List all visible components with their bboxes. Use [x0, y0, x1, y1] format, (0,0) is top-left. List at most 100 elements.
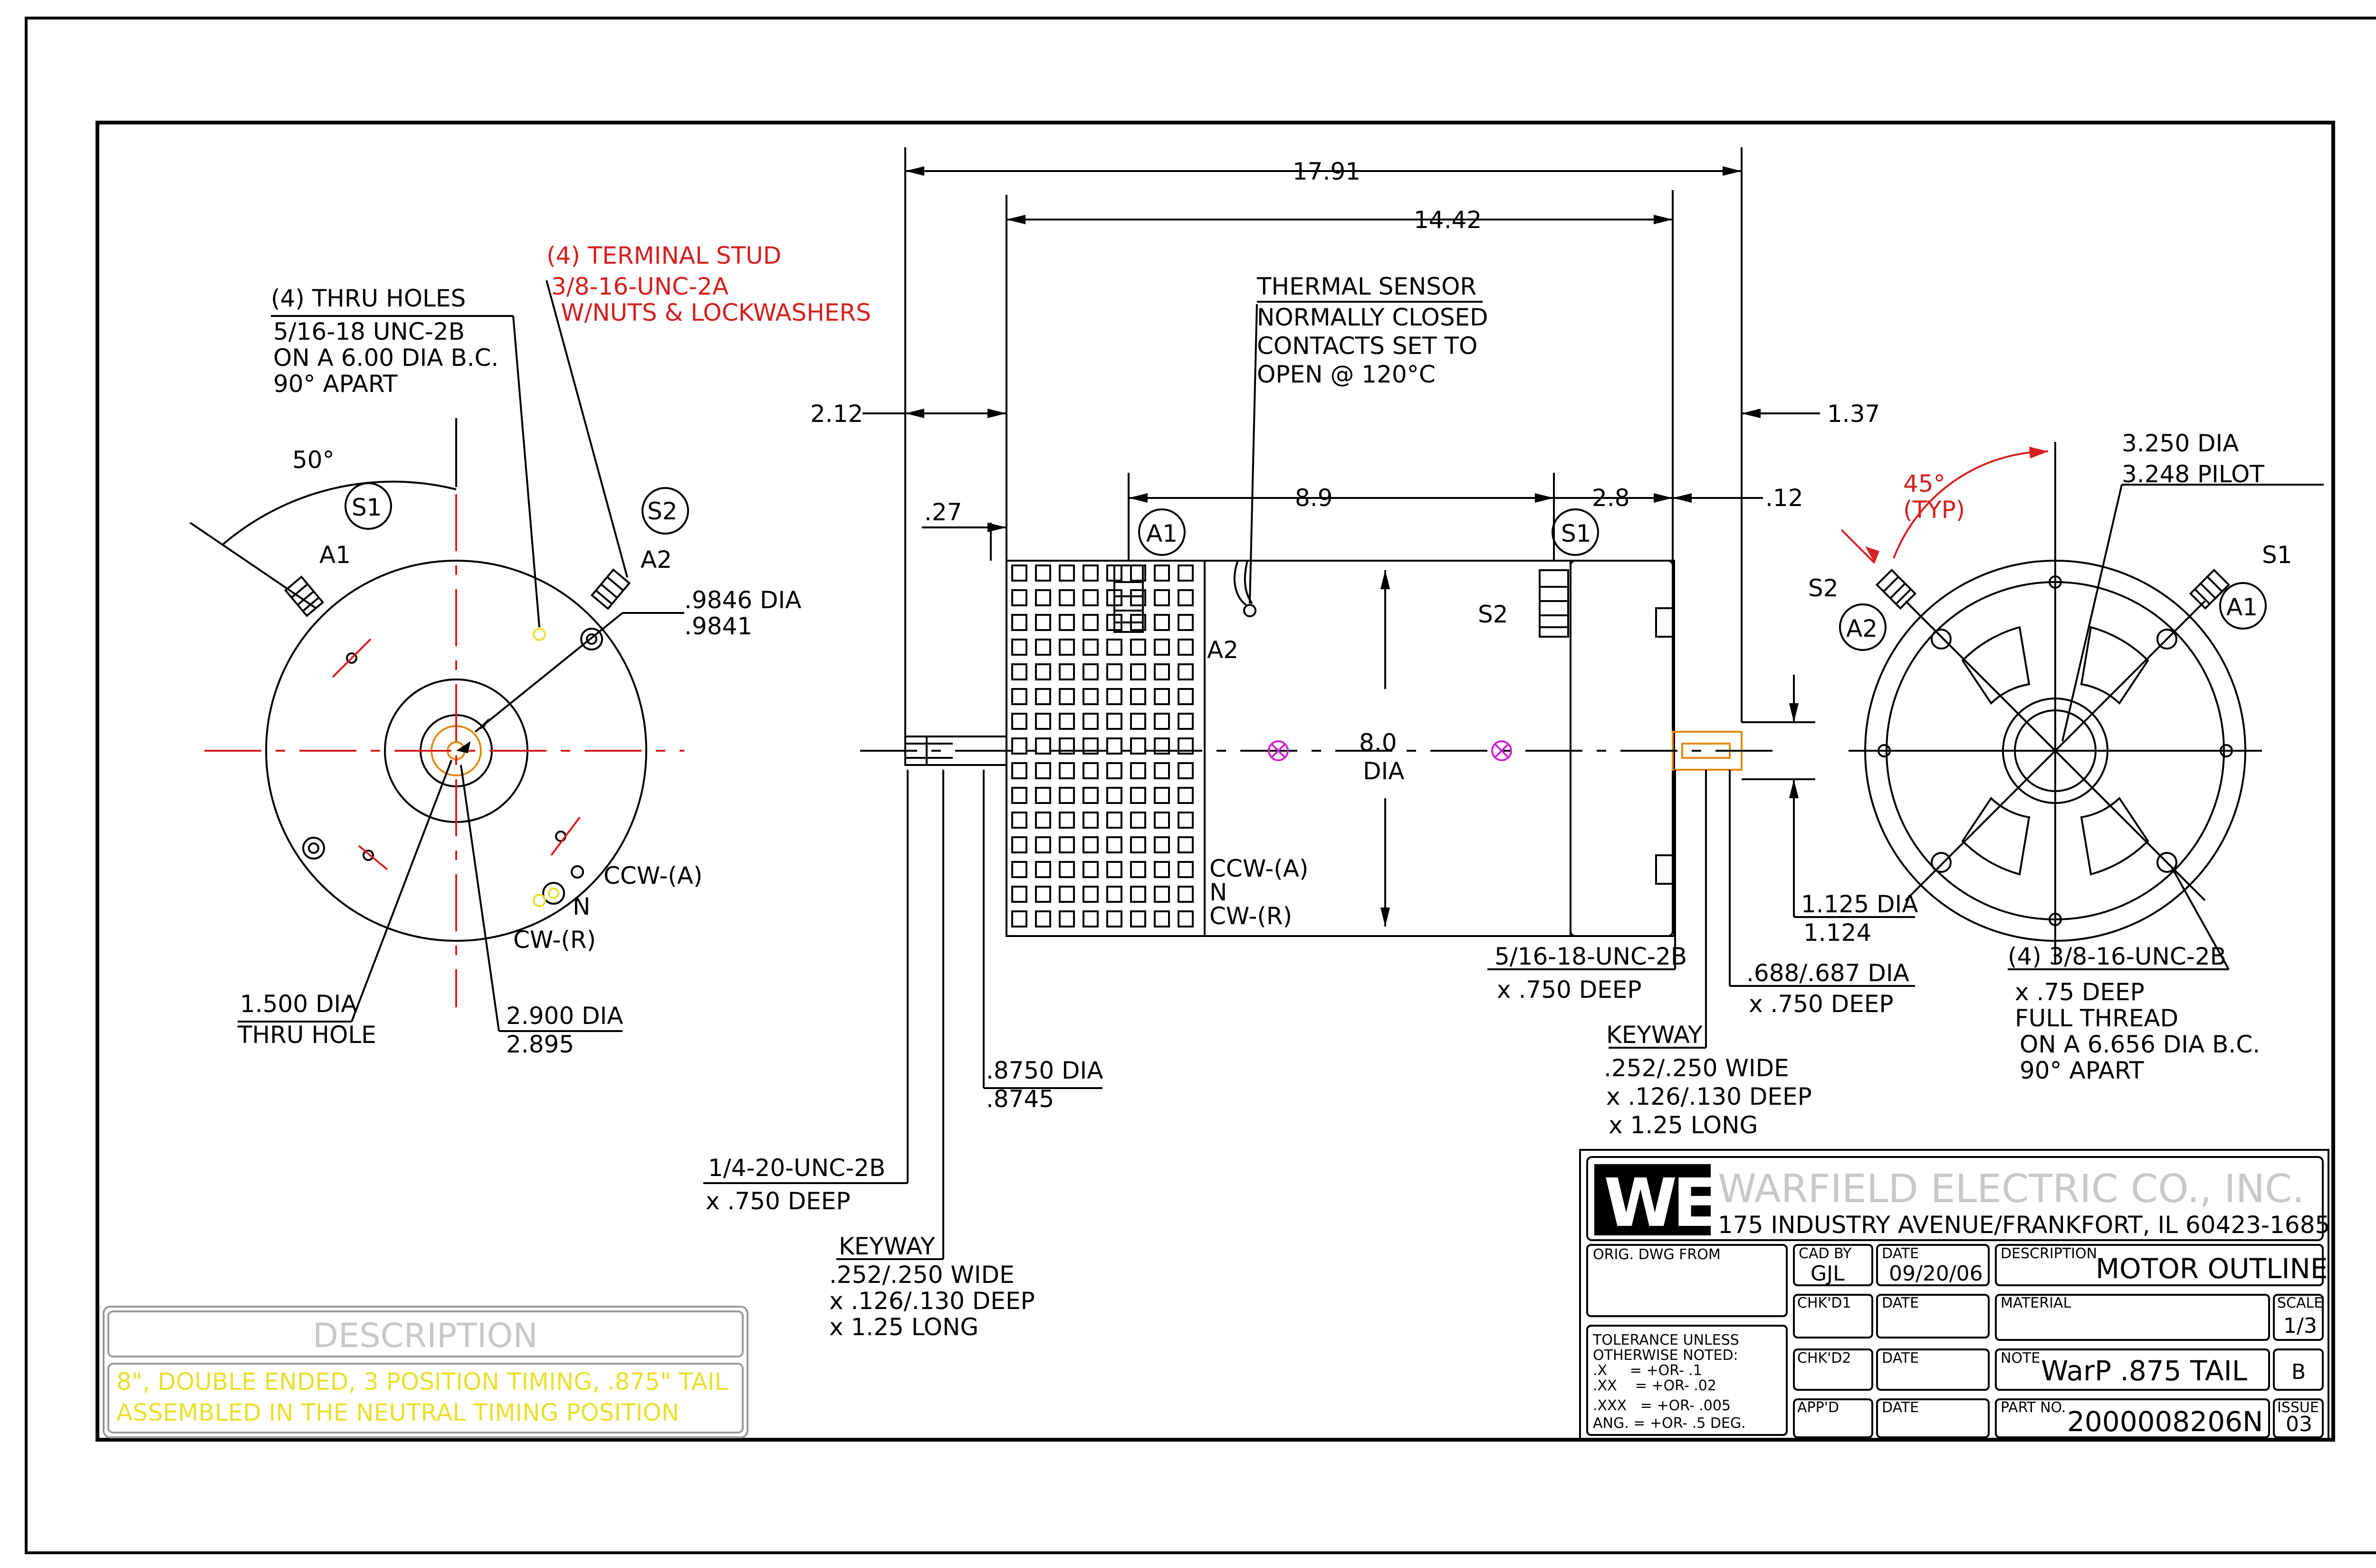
vent-slot [1154, 737, 1170, 755]
vent-slot [1035, 688, 1051, 705]
dim-2-8: 2.8 [1592, 484, 1630, 512]
vent-slot [1011, 639, 1027, 656]
angle-45: 45° [1903, 470, 1945, 497]
svg-text:WE: WE [1604, 1165, 1713, 1242]
part-no-label: PART NO. [2001, 1399, 2066, 1416]
vent-slot [1059, 614, 1075, 631]
note-value: WarP .875 TAIL [2041, 1355, 2247, 1387]
keyway-left-line3: x 1.25 LONG [829, 1313, 978, 1341]
keyway-left-title: KEYWAY [839, 1233, 935, 1260]
vent-slot [1154, 787, 1170, 804]
vent-slot [1130, 713, 1146, 730]
vent-slot [1083, 688, 1099, 705]
vent-slot [1130, 910, 1146, 927]
vent-slot [1178, 812, 1194, 829]
pilot-dia-3250: 3.250 DIA [2122, 430, 2239, 457]
tolerance-line3: .X = +OR- .1 [1593, 1362, 1702, 1379]
company-name: WARFIELD ELECTRIC CO., INC. [1718, 1166, 2304, 1212]
vent-slot [1083, 713, 1099, 730]
description-title: DESCRIPTION [313, 1316, 538, 1355]
s1-side: S1 [1561, 520, 1591, 547]
date-label-2: DATE [1882, 1295, 1919, 1311]
vent-slot [1106, 564, 1122, 582]
vent-slot [1011, 787, 1027, 804]
terminal-stud-line1: 3/8-16-UNC-2A [551, 273, 728, 300]
thermal-sensor-line3: CONTACTS SET TO [1257, 332, 1477, 360]
date-label-1: DATE [1882, 1245, 1919, 1262]
vent-slot [1083, 836, 1099, 853]
vent-slot [1059, 812, 1075, 829]
vent-slot [1035, 762, 1051, 779]
vent-slot [1130, 639, 1146, 656]
s1-right: S1 [2262, 541, 2292, 569]
thru-holes-line3: 90° APART [273, 370, 398, 398]
issue-value: 03 [2286, 1412, 2312, 1436]
keyway-right-title: KEYWAY [1606, 1021, 1703, 1049]
mount-holes-line3: FULL THREAD [2015, 1004, 2178, 1032]
ventilation-grid [1011, 564, 1194, 927]
vent-slot [1083, 564, 1099, 582]
brush-markers [1268, 740, 1512, 761]
thermal-sensor-title: THERMAL SENSOR [1256, 273, 1476, 300]
dia-8-0: 8.0 [1359, 729, 1397, 756]
vent-slot [1035, 713, 1051, 730]
vent-slot [1106, 787, 1122, 804]
vent-slot [1011, 713, 1027, 730]
dim-12: .12 [1765, 484, 1803, 512]
vent-slot [1035, 910, 1051, 927]
cad-by-label: CAD BY [1799, 1245, 1852, 1262]
description-field-label: DESCRIPTION [2001, 1245, 2097, 1262]
vent-slot [1035, 787, 1051, 804]
vent-slot [1011, 688, 1027, 705]
tail-tap-line1: 1/4-20-UNC-2B [708, 1154, 885, 1182]
vent-slot [1130, 836, 1146, 853]
pilot-dia-2895: 2.895 [506, 1031, 574, 1058]
right-view-arrowheads [1865, 447, 2048, 563]
part-no-value: 2000008206N [2067, 1405, 2263, 1438]
vent-slot [1011, 836, 1027, 853]
vent-slot [1083, 910, 1099, 927]
thermal-sensor-line2: NORMALLY CLOSED [1257, 304, 1488, 331]
right-end-view [1839, 442, 2324, 970]
thermal-sensor-line4: OPEN @ 120°C [1257, 361, 1436, 388]
vent-slot [1011, 589, 1027, 606]
vent-slot [1130, 787, 1146, 804]
thru-holes-title: (4) THRU HOLES [271, 285, 466, 312]
shaft-dia-688: .688/.687 DIA [1746, 959, 1909, 987]
vent-slot [1011, 663, 1027, 680]
vent-slot [1083, 861, 1099, 878]
description-field-value: MOTOR OUTLINE [2096, 1252, 2328, 1285]
vent-slot [1035, 589, 1051, 606]
a2-right: A2 [1846, 615, 1878, 642]
vent-slot [1059, 787, 1075, 804]
bore-dia-9846: .9846 DIA [684, 586, 801, 614]
left-view-callout-circles [345, 482, 689, 535]
tail-dia-8745: .8745 [986, 1085, 1054, 1113]
vent-slot [1130, 663, 1146, 680]
dim-27: .27 [924, 498, 962, 526]
dim-14-42: 14.42 [1414, 206, 1482, 234]
vent-slot [1059, 910, 1075, 927]
s2-side: S2 [1478, 601, 1508, 628]
issue-label: ISSUE [2277, 1399, 2319, 1416]
keyway-right-line3: x 1.25 LONG [1609, 1111, 1758, 1139]
a1-left: A1 [319, 541, 351, 569]
dim-1-37: 1.37 [1827, 400, 1880, 428]
drawing-frame [96, 121, 2335, 1442]
keyway-right-line1: .252/.250 WIDE [1604, 1054, 1789, 1082]
vent-slot [1083, 639, 1099, 656]
vent-slot [1106, 861, 1122, 878]
revision-value: B [2291, 1360, 2306, 1384]
vent-slot [1154, 861, 1170, 878]
left-end-view [189, 280, 684, 1032]
vent-slot [1059, 886, 1075, 903]
vent-slot [1154, 713, 1170, 730]
vent-slot [1106, 663, 1122, 680]
n-label-side: N [1209, 879, 1227, 906]
vent-slot [1059, 589, 1075, 606]
dia-word: DIA [1363, 757, 1404, 785]
hub-dia-1124: 1.124 [1803, 919, 1871, 947]
left-view-arrowheads [456, 717, 489, 753]
sheet-border [25, 17, 2376, 1554]
side-view [703, 147, 1915, 1260]
